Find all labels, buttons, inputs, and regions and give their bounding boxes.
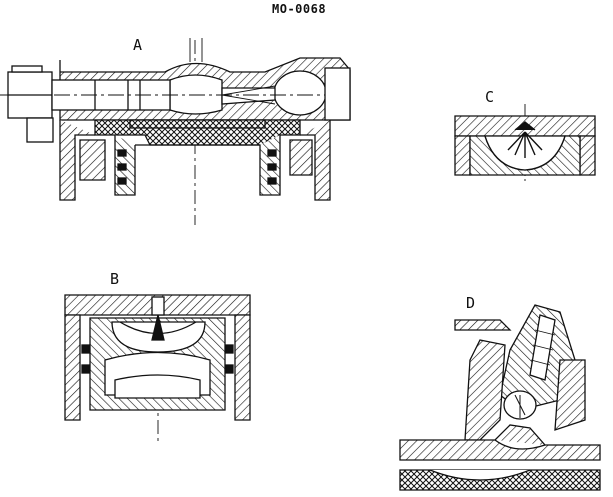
panel-label-d: D <box>466 294 476 312</box>
panel-a-drawing <box>0 38 351 225</box>
panel-c-drawing <box>454 104 596 182</box>
panel-label-b: B <box>110 270 120 288</box>
panel-d-drawing <box>399 304 601 491</box>
panel-label-a: A <box>133 36 143 54</box>
panel-label-c: C <box>485 88 495 106</box>
figure-reference: MO-0068 <box>272 2 327 16</box>
panel-b-drawing <box>64 294 251 445</box>
